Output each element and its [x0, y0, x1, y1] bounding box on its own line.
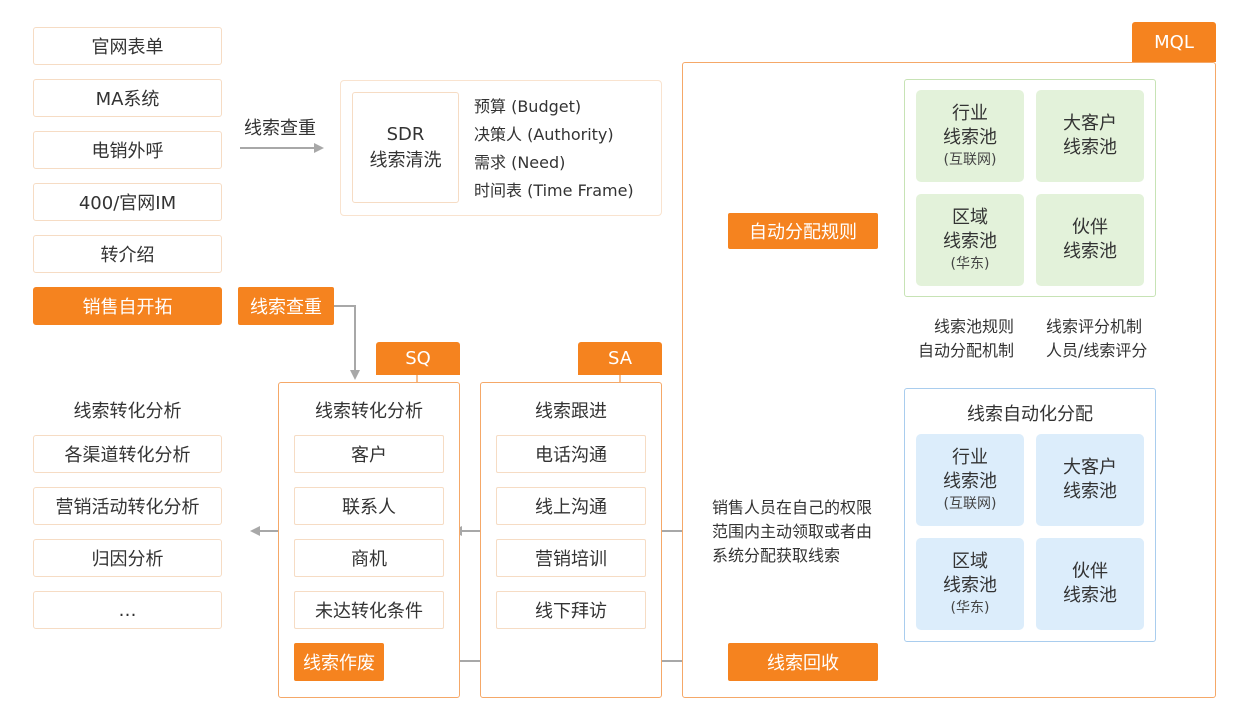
source-official-form: 官网表单	[33, 27, 222, 65]
dedup-label: 线索查重	[244, 118, 316, 139]
mql-tab: MQL	[1132, 22, 1216, 62]
auto-pool-industry: 行业 线索池 (互联网)	[916, 434, 1024, 526]
criteria-budget: 预算 (Budget)	[474, 97, 582, 116]
pool-industry: 行业 线索池 (互联网)	[916, 90, 1024, 182]
analysis-more: …	[33, 591, 222, 629]
auto-rule-tag: 自动分配规则	[728, 213, 878, 249]
pool-region: 区域 线索池 (华东)	[916, 194, 1024, 286]
dedup-tag: 线索查重	[238, 287, 334, 325]
sdr-criteria: 预算 (Budget) 决策人 (Authority) 需求 (Need) 时间…	[474, 93, 660, 205]
criteria-need: 需求 (Need)	[474, 153, 566, 172]
criteria-time-frame: 时间表 (Time Frame)	[474, 181, 634, 200]
sa-title: 线索跟进	[535, 401, 607, 422]
analysis-attribution: 归因分析	[33, 539, 222, 577]
sq-item-customer: 客户	[294, 435, 444, 473]
sq-tab: SQ	[376, 342, 460, 375]
scoring-label: 线索评分机制 人员/线索评分	[1046, 317, 1148, 360]
sq-discard-tag: 线索作废	[294, 643, 384, 681]
auto-pool-region: 区域 线索池 (华东)	[916, 538, 1024, 630]
sq-item-unmet: 未达转化条件	[294, 591, 444, 629]
auto-pool-key-account: 大客户 线索池	[1036, 434, 1144, 526]
analysis-title: 线索转化分析	[73, 401, 182, 422]
sdr-title: SDR	[386, 123, 425, 145]
sdr-box: SDR 线索清洗	[352, 92, 459, 203]
sa-item-phone: 电话沟通	[496, 435, 646, 473]
criteria-authority: 决策人 (Authority)	[474, 125, 614, 144]
assign-note: 销售人员在自己的权限范围内主动领取或者由系统分配获取线索	[712, 498, 873, 565]
sdr-panel	[340, 80, 662, 216]
auto-assign-title: 线索自动化分配	[967, 404, 1093, 425]
recycle-tag: 线索回收	[728, 643, 878, 681]
sa-item-training: 营销培训	[496, 539, 646, 577]
sq-item-opportunity: 商机	[294, 539, 444, 577]
auto-pool-partner: 伙伴 线索池	[1036, 538, 1144, 630]
sa-tab: SA	[578, 342, 662, 375]
analysis-campaign: 营销活动转化分析	[33, 487, 222, 525]
source-self-prospecting: 销售自开拓	[33, 287, 222, 325]
source-ma-system: MA系统	[33, 79, 222, 117]
sa-item-online: 线上沟通	[496, 487, 646, 525]
sq-item-contact: 联系人	[294, 487, 444, 525]
pool-key-account: 大客户 线索池	[1036, 90, 1144, 182]
pool-rule-label: 线索池规则 自动分配机制	[917, 317, 1014, 360]
sa-item-visit: 线下拜访	[496, 591, 646, 629]
analysis-channel: 各渠道转化分析	[33, 435, 222, 473]
pool-partner: 伙伴 线索池	[1036, 194, 1144, 286]
source-referral: 转介绍	[33, 235, 222, 273]
arrow-self-to-sq	[334, 305, 360, 380]
source-400-im: 400/官网IM	[33, 183, 222, 221]
sdr-subtitle: 线索清洗	[369, 149, 442, 171]
sq-title: 线索转化分析	[315, 401, 423, 422]
source-outbound-call: 电销外呼	[33, 131, 222, 169]
